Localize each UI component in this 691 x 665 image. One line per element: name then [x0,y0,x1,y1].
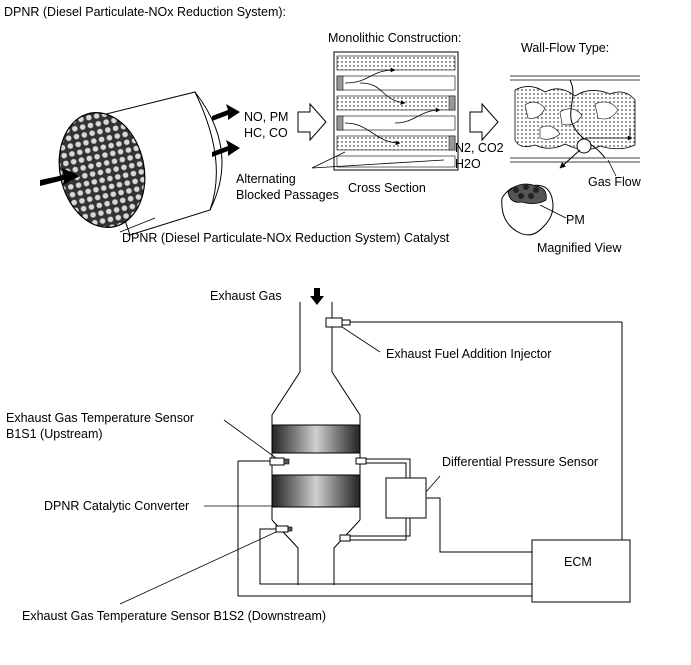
upstream-sensor-label-2: B1S1 (Upstream) [6,427,103,441]
converter-body [271,302,361,585]
wall-flow-panel [510,75,640,177]
injector-label: Exhaust Fuel Addition Injector [386,347,551,361]
diff-pressure-label: Differential Pressure Sensor [442,455,598,469]
alternating-label-1: Alternating [236,172,296,186]
catalyst-cylinder [58,91,223,236]
inflow-arrow [40,168,80,186]
inflow-label-2: HC, CO [244,126,288,140]
magnified-view-label: Magnified View [537,241,623,255]
upstream-sensor-label-1: Exhaust Gas Temperature Sensor [6,411,194,425]
gas-flow-label: Gas Flow [588,175,642,189]
ecm-label: ECM [564,555,592,569]
exhaust-down-arrow [310,288,324,305]
differential-pressure-sensor [339,457,532,553]
inflow-label-1: NO, PM [244,110,288,124]
catalyst-leader [119,217,156,233]
alternating-pointers [311,151,445,169]
fuel-injector [325,317,623,540]
monolithic-title: Monolithic Construction: [328,31,461,45]
downstream-sensor-label: Exhaust Gas Temperature Sensor B1S2 (Dow… [22,609,326,623]
catalyst-band-upper [271,424,361,454]
inflow-gas-arrows [212,104,240,157]
ecm-box [531,539,631,603]
magnified-pm-blob [501,183,567,236]
converter-label: DPNR Catalytic Converter [44,499,189,513]
catalyst-band-lower [271,474,361,508]
outflow-label-1: N2, CO2 [455,141,504,155]
upstream-temp-sensor [223,419,532,597]
wallflow-title: Wall-Flow Type: [521,41,609,55]
monolith-cross-section [333,51,459,171]
cross-section-label: Cross Section [348,181,426,195]
catalyst-caption: DPNR (Diesel Particulate-NOx Reduction S… [122,231,450,245]
downstream-temp-sensor [119,525,532,605]
hollow-arrow-1 [297,102,327,142]
hollow-arrow-2 [469,102,499,142]
exhaust-gas-label: Exhaust Gas [210,289,282,303]
pm-label: PM [566,213,585,227]
outflow-label-2: H2O [455,157,481,171]
heading: DPNR (Diesel Particulate-NOx Reduction S… [4,5,286,19]
alternating-label-2: Blocked Passages [236,188,339,202]
